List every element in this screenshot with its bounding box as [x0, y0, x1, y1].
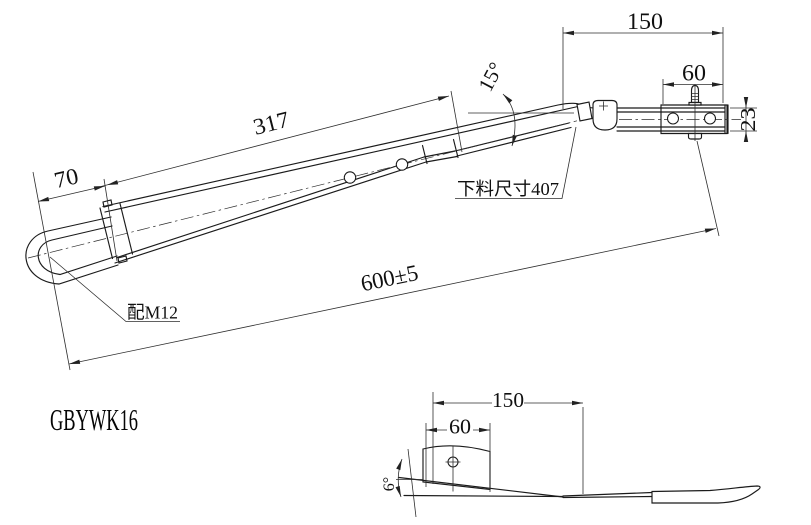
dim-150-top: 150 [562, 9, 724, 109]
note-m12-label: 配M12 [127, 303, 178, 323]
detail-arm-top [403, 494, 564, 498]
arm-hole-2 [395, 158, 409, 171]
dim-150-top-label: 150 [627, 9, 663, 34]
dim-70-label: 70 [52, 163, 81, 193]
dim-23-label: 23 [736, 108, 760, 132]
mounting-bracket [660, 104, 728, 135]
ferrule [576, 101, 593, 122]
dim-60-top: 60 [662, 61, 723, 104]
dim-60-top-label: 60 [682, 61, 706, 86]
part-number: GBYWK16 [50, 402, 138, 437]
pivot-bolt [687, 84, 703, 141]
detail-dim-60: 60 [425, 415, 491, 492]
detail-angle-6-label: 6° [381, 477, 398, 491]
detail-view: 150 60 6° [381, 388, 761, 518]
detail-rod-top [562, 491, 653, 497]
arm-hole-1 [343, 171, 357, 184]
detail-dim-60-label: 60 [449, 415, 471, 439]
detail-hole-crosshair [445, 446, 461, 492]
channel-bar [616, 104, 729, 135]
pivot-cap [592, 99, 618, 131]
detail-dim-150: 150 [432, 388, 584, 494]
detail-dim-150-label: 150 [492, 388, 524, 412]
dim-70: 70 [32, 163, 106, 371]
detail-angle-6: 6° [381, 448, 423, 518]
detail-blade-tip [651, 485, 761, 504]
pivot-cap-cross [599, 101, 608, 111]
note-m12: 配M12 [49, 256, 180, 323]
note-blank-size: 下料尺寸407 [455, 126, 577, 199]
dim-23: 23 [730, 97, 760, 142]
detail-rod-bottom [562, 495, 653, 499]
arm-centerline [27, 120, 578, 259]
note-blank-size-label: 下料尺寸407 [457, 179, 559, 199]
bracket-hole-2 [703, 112, 717, 125]
dim-317: 317 [100, 90, 463, 262]
bracket-hole-1 [666, 112, 680, 125]
